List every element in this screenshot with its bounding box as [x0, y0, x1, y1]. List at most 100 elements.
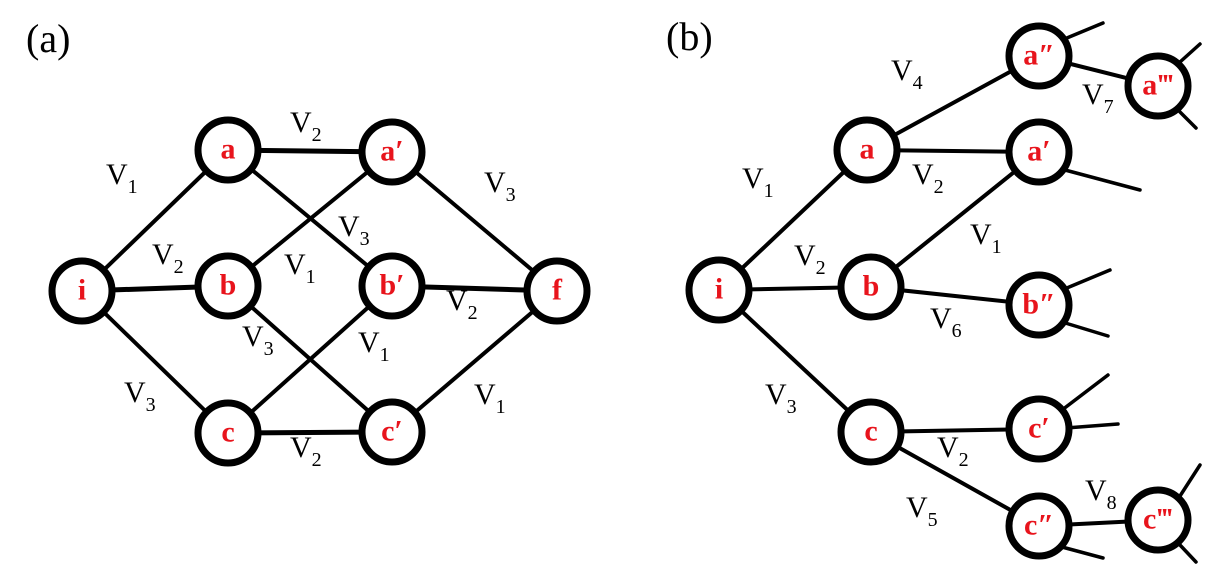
node-circle	[1005, 271, 1073, 339]
node-label: c	[864, 415, 877, 448]
panel-label: (a)	[26, 16, 70, 61]
edge-label-a-a1: V2	[912, 158, 944, 198]
node-label: f	[552, 274, 563, 307]
node-b: b	[837, 253, 905, 321]
node-a3: a‴	[1124, 52, 1192, 120]
node-circle	[1124, 486, 1192, 554]
node-circle	[833, 116, 901, 184]
node-label: c′	[1028, 412, 1050, 445]
node-label: a	[221, 133, 236, 166]
edge-label-i-b: V2	[152, 238, 184, 278]
edge-label-c-c2: V5	[906, 491, 938, 531]
node-label: b	[863, 270, 880, 303]
node-circle	[1005, 492, 1073, 560]
node-circle	[837, 253, 905, 321]
node-circle	[358, 252, 426, 320]
node-label: a‴	[1142, 69, 1174, 102]
edge-label-b-a1: V1	[284, 248, 316, 288]
edge-stub	[1063, 168, 1142, 192]
node-a1: a′	[358, 118, 426, 186]
edge-c-b1	[226, 284, 394, 435]
node-label: a′	[380, 135, 403, 168]
edge-label-i-c: V3	[124, 376, 156, 416]
node-circle	[1005, 118, 1073, 186]
edge-b-a1	[226, 150, 394, 288]
node-c3: c‴	[1124, 486, 1192, 554]
edge-label-a-a2: V4	[891, 54, 923, 94]
node-c1: c′	[1005, 395, 1073, 463]
node-b1: b′	[358, 252, 426, 320]
edge-i-c	[717, 288, 873, 434]
edge-a1-f	[390, 150, 559, 293]
node-circle	[685, 256, 753, 324]
node-label: b′	[379, 269, 404, 302]
edge-label-c-c1: V2	[290, 431, 322, 471]
node-c: c	[194, 399, 262, 467]
node-a: a	[194, 116, 262, 184]
node-a1: a′	[1005, 118, 1073, 186]
edge-label-a1-f: V3	[484, 166, 516, 206]
node-b: b	[194, 252, 262, 320]
edge-stub	[1060, 268, 1112, 292]
edge-label-i-c: V3	[765, 378, 797, 418]
edge-i-a	[80, 148, 230, 293]
node-i: i	[685, 256, 753, 324]
node-circle	[837, 398, 905, 466]
panel-label: (b)	[666, 14, 713, 59]
edge-i-c	[80, 289, 230, 435]
node-circle	[1005, 395, 1073, 463]
edge-label-i-a: V1	[742, 162, 774, 202]
node-label: c′	[381, 415, 403, 448]
node-label: c	[221, 416, 234, 449]
edge-label-a2-a3: V7	[1082, 78, 1114, 118]
node-circle	[358, 398, 426, 466]
edge-label-b-c1: V3	[242, 320, 274, 360]
node-label: b	[220, 269, 237, 302]
node-c: c	[837, 398, 905, 466]
node-i: i	[48, 257, 116, 325]
edge-label-a-b1: V3	[338, 210, 370, 250]
node-label: c″	[1024, 509, 1054, 542]
node-c1: c′	[358, 398, 426, 466]
node-circle	[48, 257, 116, 325]
edge-b-a1	[869, 150, 1041, 289]
node-circle	[194, 252, 262, 320]
node-circle	[194, 399, 262, 467]
node-label: a″	[1023, 39, 1055, 72]
edge-c1-f	[390, 289, 559, 434]
edge-label-c2-c3: V8	[1085, 474, 1117, 514]
edge-stub	[1178, 42, 1202, 64]
node-b2: b″	[1005, 271, 1073, 339]
node-label: a	[860, 133, 875, 166]
panel-b: (b)V1V2V3V4V2V7V1V6V2V5V8iabca″a‴a′b″c′c…	[666, 14, 1202, 564]
node-a: a	[833, 116, 901, 184]
edge-stub	[1064, 422, 1120, 430]
node-circle	[1124, 52, 1192, 120]
node-a2: a″	[1005, 22, 1073, 90]
node-label: b″	[1022, 288, 1055, 321]
edge-stub	[1060, 545, 1105, 560]
edge-label-c1-f: V1	[474, 378, 506, 418]
node-f: f	[523, 257, 591, 325]
node-circle	[523, 257, 591, 325]
node-label: c‴	[1143, 503, 1173, 536]
edge-stub	[1060, 320, 1110, 338]
edge-label-i-a: V1	[106, 158, 138, 198]
edge-i-a	[717, 148, 869, 292]
edge-label-c-c1: V2	[937, 431, 969, 471]
node-circle	[358, 118, 426, 186]
edge-label-c-b1: V1	[358, 326, 390, 366]
edge-label-i-b: V2	[794, 239, 826, 279]
node-label: i	[78, 274, 86, 307]
node-c2: c″	[1005, 492, 1073, 560]
edge-label-b1-f: V2	[446, 284, 478, 324]
node-circle	[1005, 22, 1073, 90]
edge-label-a-a1: V2	[290, 106, 322, 146]
edge-stub	[1060, 21, 1105, 42]
node-label: a′	[1027, 135, 1050, 168]
edge-stub	[1178, 463, 1202, 498]
edge-label-b-b2: V6	[930, 302, 962, 342]
